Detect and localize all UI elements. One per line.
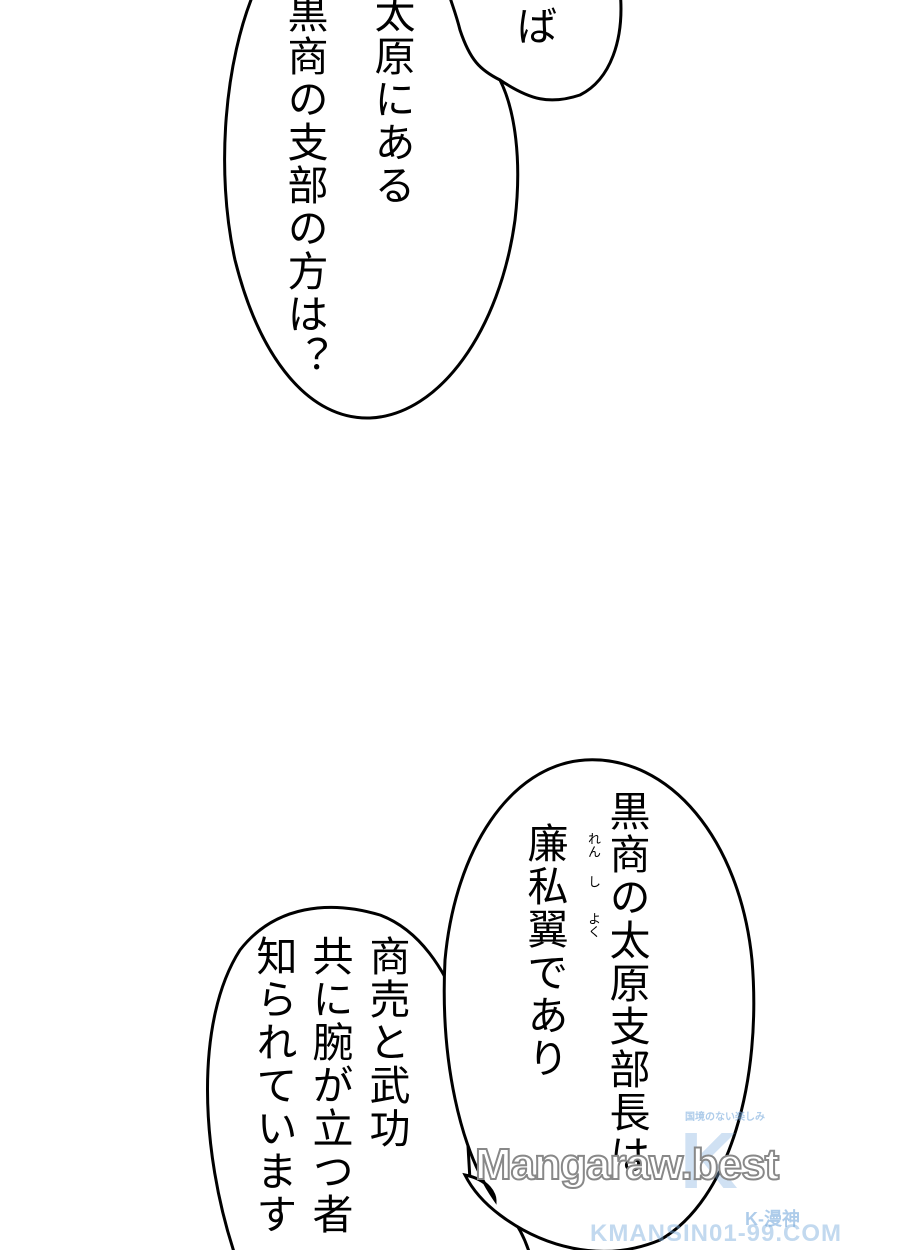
watermark-site: KMANSIN01-99.COM xyxy=(590,1220,843,1247)
furigana-yoku: よく xyxy=(585,912,600,938)
furigana-shi: し xyxy=(585,875,600,888)
watermark-main: Mangaraw.best xyxy=(474,1139,780,1190)
bubble-top-small-line-1: ば xyxy=(509,5,557,48)
bubble-bottom-right xyxy=(442,758,756,1250)
bubble-bottom-right-line-1: 黒商の太原支部長は xyxy=(602,790,650,1177)
bubble-bottom-left-line-2: 共に腕が立つ者 xyxy=(305,935,353,1236)
watermark-tagline: 国境のない楽しみ xyxy=(685,1112,765,1123)
watermark-logo: K xyxy=(680,1116,738,1205)
bubble-top-main-line-1: 太原にある xyxy=(367,0,415,207)
bubble-bottom-left-line-3: 知られています xyxy=(249,935,297,1236)
bubble-top-main-line-2: 黒商の支部の方は？ xyxy=(280,0,328,379)
bubble-bottom-right-line-2: 廉私翼であり xyxy=(520,822,568,1080)
bubble-bottom-left-line-1: 商売と武功 xyxy=(362,935,410,1150)
bubble-top-main xyxy=(223,0,520,420)
watermark-sub: K-漫神 xyxy=(745,1209,800,1229)
furigana-ren: れん xyxy=(585,832,600,858)
